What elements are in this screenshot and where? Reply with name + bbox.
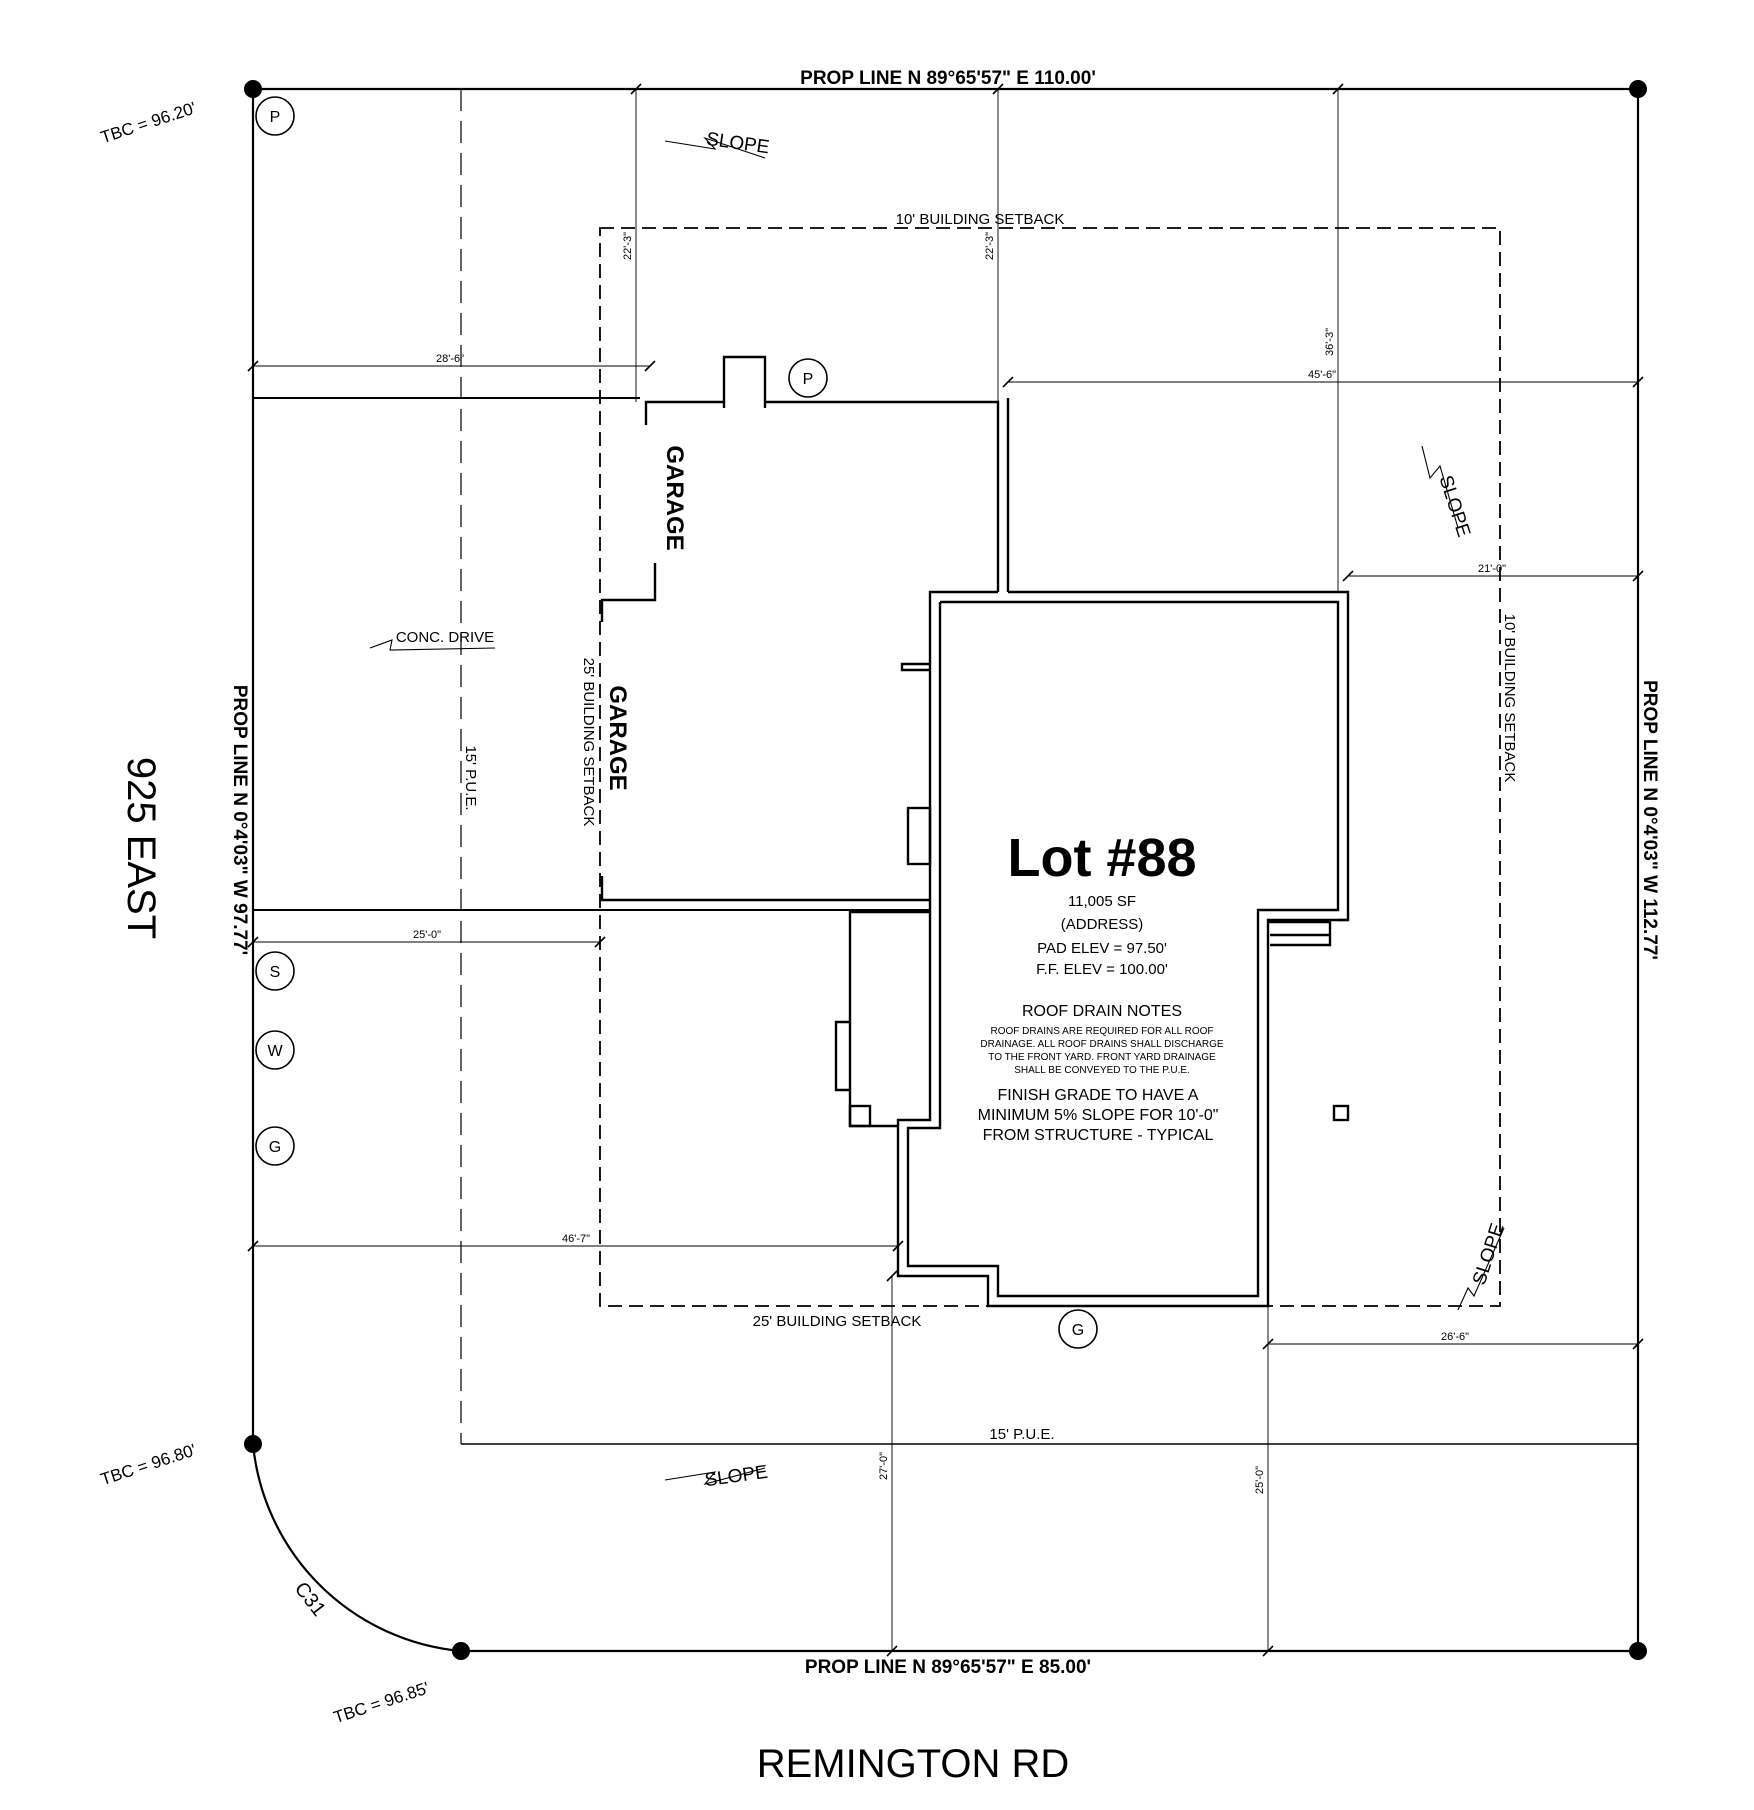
dimension-label: 26'-6" [1441,1331,1469,1343]
house-footprint [600,355,1350,1308]
power-icon [255,96,295,136]
ff-elev: F.F. ELEV = 100.00' [1036,961,1168,978]
dimension-label: 36'-3" [1324,328,1336,356]
pue-lines [460,89,1638,1445]
prop-line-east: PROP LINE N 0°4'03" W 112.77' [1639,680,1660,960]
tbc-top-left: TBC = 96.20' [98,98,198,147]
utility-label-s: S [270,964,281,981]
finish-grade-line: FROM STRUCTURE - TYPICAL [983,1127,1214,1144]
utility-label-g: G [1072,1322,1084,1339]
roof-drain-line: SHALL BE CONVEYED TO THE P.U.E. [1014,1065,1190,1076]
conc-drive-label: CONC. DRIVE [396,629,494,646]
curve-c31 [251,1443,462,1653]
slope-label: SLOPE [1434,473,1474,540]
slope-arrows [369,136,1505,1485]
dimension-label: 25'-0" [413,929,441,941]
utility-label-p: P [803,371,814,388]
tbc-bottom: TBC = 96.85' [331,1678,431,1727]
lot-area: 11,005 SF [1068,893,1136,910]
finish-grade-line: FINISH GRADE TO HAVE A [998,1087,1199,1104]
driveway-lines [253,397,930,911]
utility-labels: P P S W G G [267,109,1084,1339]
water-icon [255,1030,295,1070]
lot-address: (ADDRESS) [1061,916,1144,933]
finish-grade-line: MINIMUM 5% SLOPE FOR 10'-0" [978,1107,1219,1124]
garage-label: GARAGE [604,685,631,790]
dimension-label: 46'-7" [562,1233,590,1245]
roof-drain-line: DRAINAGE. ALL ROOF DRAINS SHALL DISCHARG… [980,1039,1224,1050]
dimension-label: 27'-0" [878,1452,890,1480]
setback-left-label: 25' BUILDING SETBACK [580,658,597,827]
roof-drain-line: ROOF DRAINS ARE REQUIRED FOR ALL ROOF [991,1026,1214,1037]
dimension-label: 25'-0" [1254,1466,1266,1494]
slope-label: SLOPE [1469,1221,1509,1288]
building-setback-line [599,227,1501,1307]
lot-info: Lot #88 11,005 SF (ADDRESS) PAD ELEV = 9… [978,828,1224,1144]
tbc-bottom-left: TBC = 96.80' [98,1440,198,1489]
pad-elev: PAD ELEV = 97.50' [1037,940,1167,957]
property-corners [244,80,1647,1660]
roof-drain-heading: ROOF DRAIN NOTES [1022,1003,1182,1020]
slope-label: SLOPE [705,129,771,159]
pue-horizontal-label: 15' P.U.E. [989,1426,1054,1443]
prop-line-west: PROP LINE N 0°4'03" W 97.77' [229,685,250,955]
gas-icon [1058,1309,1098,1349]
street-south: REMINGTON RD [757,1742,1070,1786]
dimension-label: 45'-6" [1308,369,1336,381]
dimension-label: 28'-6" [436,353,464,365]
sewer-icon [255,951,295,991]
prop-line-north: PROP LINE N 89°65'57" E 110.00' [800,68,1096,89]
utility-label-p: P [270,109,281,126]
slope-label: SLOPE [703,1462,769,1492]
garage-label: GARAGE [661,445,688,550]
lot-title: Lot #88 [1007,828,1196,888]
setback-bottom-label: 25' BUILDING SETBACK [753,1313,922,1330]
power-icon [788,358,828,398]
prop-line-south: PROP LINE N 89°65'57" E 85.00' [805,1657,1091,1678]
utility-label-g: G [269,1139,281,1156]
dimension-labels: 28'-6" 22'-3" 22'-3" 36'-3" 45'-6" 21'-0… [413,232,1506,1494]
utility-label-w: W [267,1043,283,1060]
setback-top-label: 10' BUILDING SETBACK [896,211,1065,228]
setback-right-label: 10' BUILDING SETBACK [1501,614,1518,783]
roof-drain-line: TO THE FRONT YARD. FRONT YARD DRAINAGE [988,1052,1216,1063]
dimension-label: 22'-3" [622,232,634,260]
gas-icon [255,1126,295,1166]
pue-vertical-label: 15' P.U.E. [462,745,479,810]
dimension-label: 21'-0" [1478,563,1506,575]
street-west: 925 EAST [119,757,163,939]
dimension-lines [253,89,1638,1651]
dimension-ticks [247,83,1644,1657]
curve-label: C31 [290,1578,330,1620]
utility-symbols [255,96,1098,1349]
dimension-label: 22'-3" [984,232,996,260]
property-boundary [251,87,1640,1653]
